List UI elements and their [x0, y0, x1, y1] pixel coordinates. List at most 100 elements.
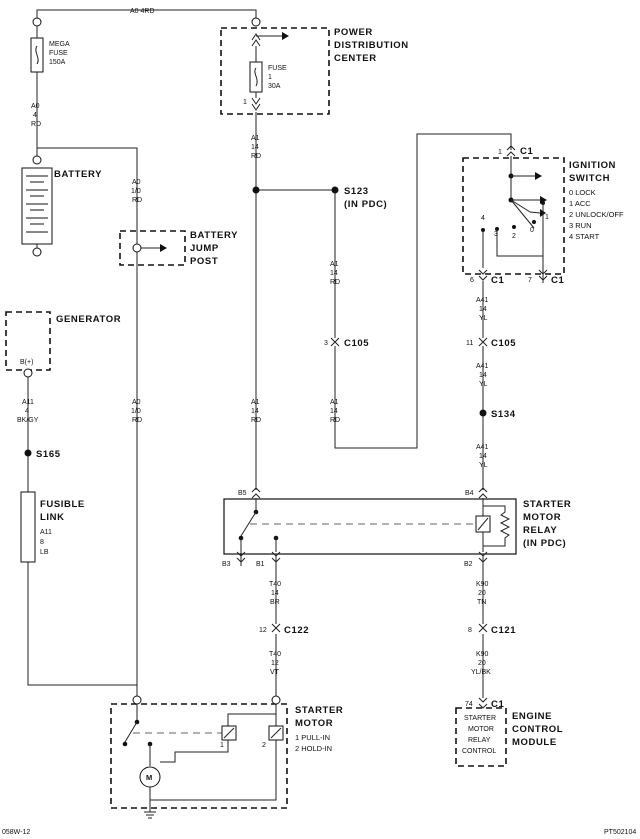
connector-icon	[478, 623, 488, 633]
wire-color: RD	[31, 121, 41, 128]
wire-gauge: 4	[33, 112, 37, 119]
pdc-fuse-label-3: 30A	[268, 83, 281, 90]
jump-post-label-2: JUMP	[190, 243, 219, 254]
fusible-link-label-2: LINK	[40, 512, 65, 523]
wire-color: YL	[479, 381, 488, 388]
s134-label: S134	[491, 409, 516, 420]
wire-code: A1	[251, 399, 260, 406]
ignition-position-2: 2 UNLOCK/OFF	[569, 210, 624, 219]
wire-gauge: 12	[271, 660, 279, 667]
terminal-icon	[23, 368, 33, 378]
fusible-link-spec-2: 8	[40, 539, 44, 546]
connector-icon	[506, 145, 516, 157]
contact-label-1: 1	[545, 214, 549, 221]
starter-coil-label-2: 2 HOLD-IN	[295, 744, 332, 753]
contact-icon	[122, 741, 128, 747]
arrow-icon	[160, 244, 167, 252]
contact-label-2: 2	[512, 233, 516, 240]
splice-s165: S165	[24, 449, 61, 460]
splice-dot-icon	[479, 409, 487, 417]
footer-left-code: 058W-12	[2, 829, 30, 836]
battery-icon	[21, 167, 53, 245]
wire-gauge: 20	[478, 590, 486, 597]
generator-label: GENERATOR	[56, 314, 121, 325]
arrow-icon	[535, 172, 542, 180]
coil-number-1: 1	[220, 742, 224, 749]
a0-lower-wire-label: A0 1/0 RD	[131, 399, 142, 424]
a0-mid-wire-label: A0 1/0 RD	[131, 179, 142, 204]
connector-icon	[251, 97, 261, 111]
relay-pin-b4: B4	[465, 490, 474, 497]
connector-icon	[478, 697, 488, 709]
a0-top-wire-label: A0 4RD	[130, 8, 155, 15]
ground-icon	[144, 811, 156, 819]
ignition-position-0: 0 LOCK	[569, 188, 596, 197]
wire-color: RD	[330, 279, 340, 286]
terminal-icon	[132, 243, 142, 253]
wire-code: A41	[476, 363, 489, 370]
connector-icon	[271, 551, 281, 563]
mega-fuse: MEGA FUSE 150A	[30, 17, 70, 80]
wire-gauge: 14	[251, 144, 259, 151]
wire-gauge: 14	[271, 590, 279, 597]
splice-dot-icon	[252, 186, 260, 194]
wire-color: TN	[477, 599, 486, 606]
k90-wire-label-1: K90 20 TN	[476, 581, 489, 606]
a41-wire-label-3: A41 14 YL	[476, 444, 489, 469]
engine-control-module: 74 C1 STARTER MOTOR RELAY CONTROL ENGINE…	[455, 697, 563, 767]
c1-left-pin: 6	[470, 277, 474, 284]
wire-gauge: 14	[330, 270, 338, 277]
fusible-link: FUSIBLE LINK A11 8 LB	[20, 491, 85, 563]
a1-right-lower-wire-label: A1 14 RD	[330, 399, 340, 424]
wire-color: RD	[251, 153, 261, 160]
contact-icon	[532, 220, 536, 224]
ecm-inner-1: STARTER	[464, 715, 496, 722]
wire-gauge: 1/0	[131, 408, 141, 415]
wire-gauge: 14	[251, 408, 259, 415]
ecm-pin: 74	[465, 701, 473, 708]
contact-label-0: 0	[530, 227, 534, 234]
k90-wire-label-2: K90 20 YL/BK	[471, 651, 491, 676]
starter-motor: M 1 2 STARTER MOTOR 1 PULL-IN 2 HOLD-IN	[110, 695, 343, 819]
wire-code: A1	[330, 261, 339, 268]
ecm-inner-2: MOTOR	[468, 726, 494, 733]
starter-coil-label-1: 1 PULL-IN	[295, 733, 330, 742]
c105-left-label: C105	[344, 338, 369, 349]
ignition-switch: 1 C1 4 3 2 0 1 IGNITION SWITCH 0 LOCK 1 …	[462, 145, 624, 286]
fusible-link-spec-3: LB	[40, 549, 49, 556]
wire-code: A0	[132, 399, 141, 406]
splice-s134: S134	[479, 409, 516, 420]
wire-color: RD	[132, 197, 142, 204]
pdc-pin-label: 1	[243, 99, 247, 106]
mega-fuse-label-1: MEGA	[49, 41, 70, 48]
wire-code: A41	[476, 297, 489, 304]
t40-wire-label-1: T40 14 BR	[269, 581, 281, 606]
terminal-icon	[32, 155, 42, 165]
contact-label-3: 3	[494, 231, 498, 238]
ignition-label-2: SWITCH	[569, 173, 610, 184]
c122-pin: 12	[259, 627, 267, 634]
wire-gauge: 20	[478, 660, 486, 667]
connector-icon	[271, 623, 281, 633]
c1-top-label: C1	[520, 146, 533, 157]
wire-code: T40	[269, 581, 281, 588]
ecm-inner-4: CONTROL	[462, 748, 496, 755]
wire-code: T40	[269, 651, 281, 658]
wire-code: K90	[476, 581, 489, 588]
relay-pin-b3: B3	[222, 561, 231, 568]
terminal-icon	[32, 247, 42, 257]
starter-motor-relay: B5 B4 B3 B1 B2 STARTER MOTOR RELAY (IN P…	[222, 487, 571, 568]
c1-top-pin: 1	[498, 149, 502, 156]
connector-icon	[236, 551, 246, 563]
wire-code: A1	[330, 399, 339, 406]
s165-label: S165	[36, 449, 61, 460]
battery-label: BATTERY	[54, 169, 102, 180]
mega-fuse-label-3: 150A	[49, 59, 66, 66]
contact-icon	[512, 225, 516, 229]
fusible-link-label-1: FUSIBLE	[40, 499, 85, 510]
connector-icon	[330, 337, 340, 347]
battery: BATTERY	[21, 155, 102, 257]
ecm-label-3: MODULE	[512, 737, 557, 748]
connector-icon	[478, 487, 488, 499]
fusible-link-spec-1: A11	[40, 529, 52, 536]
